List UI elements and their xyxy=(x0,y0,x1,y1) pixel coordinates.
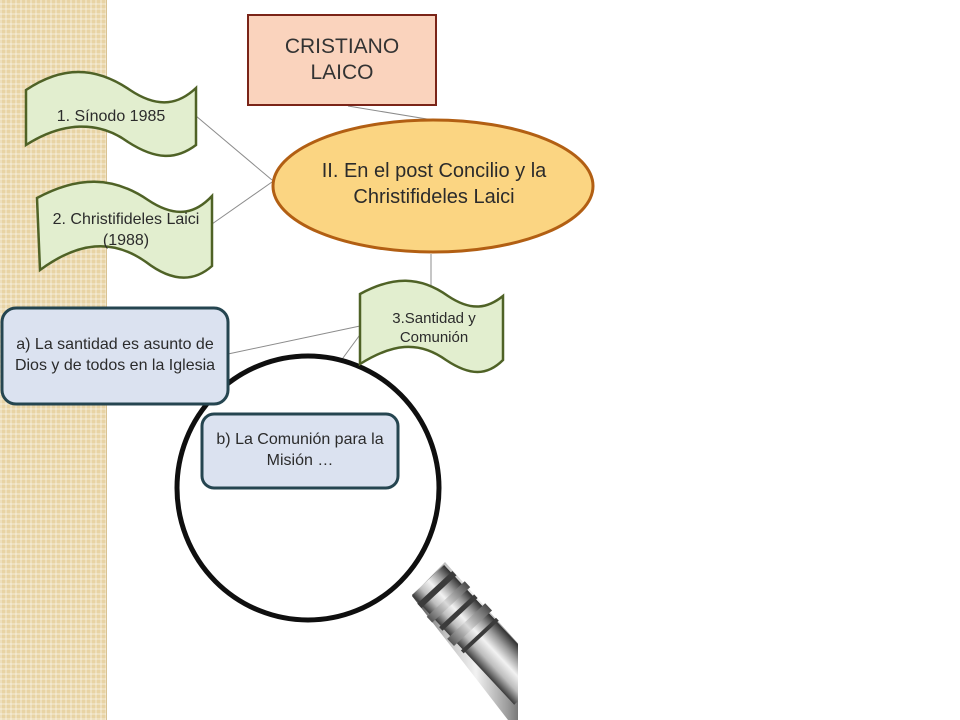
box-a-label: a) La santidad es asunto de Dios y de to… xyxy=(14,336,216,374)
connector-christifideles-center xyxy=(211,181,273,225)
christifideles-label: 2. Christifideles Laici (1988) xyxy=(52,211,200,249)
connector-sinodo-center xyxy=(195,115,273,181)
sinodo-label: 1. Sínodo 1985 xyxy=(56,107,166,125)
title-label: CRISTIANO LAICO xyxy=(284,34,400,84)
connector-santidad-box-a xyxy=(227,325,361,355)
magnifying-glass-icon xyxy=(174,353,518,720)
banner-santidad xyxy=(358,279,505,374)
santidad-label: 3.Santidad y Comunión xyxy=(392,309,476,347)
banner-christifideles xyxy=(35,180,214,279)
center-ellipse xyxy=(271,118,595,254)
box-b-label: b) La Comunión para la Misión … xyxy=(216,431,384,469)
box-a xyxy=(0,306,230,406)
box-b xyxy=(200,412,400,490)
center-label: II. En el post Concilio y la Christifide… xyxy=(321,160,547,208)
connector-title-center xyxy=(347,105,434,121)
banner-sinodo xyxy=(24,70,198,158)
title-box xyxy=(247,14,437,106)
